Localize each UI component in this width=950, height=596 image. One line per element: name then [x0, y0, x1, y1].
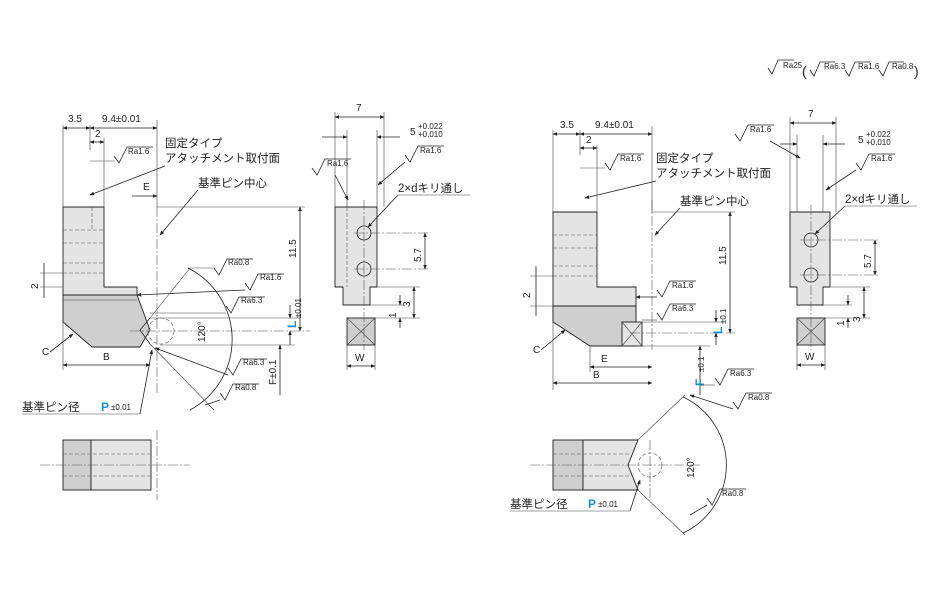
attach-label-1: 固定タイプ	[165, 136, 223, 150]
general-finish-note: Ra25 ( Ra6.3 Ra1.6 Ra0.8 )	[767, 59, 919, 79]
r-pin-center: 基準ピン中心	[680, 194, 749, 208]
holes-label: 2×dキリ通し	[398, 182, 464, 195]
tol-lower: +0.010	[418, 130, 443, 139]
r-ra16-top: Ra1.6	[750, 125, 772, 134]
right-front-view: 3.5 9.4±0.01 2 Ra1.6 Ra1.6 固定タイプ アタッチメント…	[522, 120, 801, 410]
r-dim-5-7: 5.7	[863, 254, 874, 268]
r-attach-label-1: 固定タイプ	[656, 151, 714, 165]
left-body-upper	[62, 206, 138, 296]
dim-F: F±0.1	[268, 359, 279, 385]
right-body-upper	[552, 211, 637, 323]
r-ra08-b: Ra0.8	[722, 489, 744, 498]
r-dim-1: 1	[836, 320, 847, 326]
ra63-a: Ra6.3	[241, 296, 263, 305]
right-body-jaw	[552, 305, 637, 347]
dim-P-tol: ±0.01	[111, 403, 132, 412]
dim-L-tol: ±0.01	[294, 297, 303, 318]
r-side-ra16: Ra1.6	[871, 154, 893, 163]
dim-5-7: 5.7	[413, 248, 424, 262]
dim-5: 5	[410, 127, 416, 138]
ra16-b: Ra1.6	[260, 273, 282, 282]
dim-11-5: 11.5	[288, 239, 299, 258]
side-ra16-b: Ra1.6	[420, 146, 442, 155]
r-pin-dia-label: 基準ピン径	[510, 497, 568, 511]
r-dim-3-5: 3.5	[560, 120, 574, 131]
right-bottom-view: 120° Ra0.8 基準ピン径 P ±0.01	[510, 394, 746, 536]
dim-7: 7	[356, 103, 362, 114]
finish-ra63: Ra6.3	[824, 62, 846, 71]
finish-ra08: Ra0.8	[892, 62, 914, 71]
r-ra16-a: Ra1.6	[620, 154, 642, 163]
r-dim-11-5: 11.5	[718, 246, 729, 265]
r-dim-E: E	[601, 354, 608, 365]
r-dim-F: F	[693, 379, 707, 386]
attach-label-2: アタッチメント取付面	[165, 152, 280, 165]
r-dim-C: C	[533, 345, 540, 356]
dim-2-top: 2	[95, 129, 101, 140]
r-dim-P-tol: ±0.01	[598, 500, 619, 509]
r-holes-label: 2×dキリ通し	[845, 193, 911, 206]
r-dim-P: P	[588, 497, 596, 511]
pin-dia-label: 基準ピン径	[22, 400, 80, 414]
r-dim-L-tol: ±0.1	[719, 308, 728, 324]
r-side-tol-upper: +0.022	[866, 130, 891, 139]
r-dim-B: B	[593, 370, 600, 381]
ra08-a: Ra0.8	[228, 258, 250, 267]
finish-ra16: Ra1.6	[858, 62, 880, 71]
right-side-view: 7 5 +0.022 +0.010 Ra1.6 2×dキリ通し 5.7 3 1 …	[780, 109, 917, 370]
ra63-b: Ra6.3	[243, 358, 265, 367]
r-dim-9-4: 9.4±0.01	[595, 120, 634, 131]
r-dim-2-top: 2	[586, 135, 592, 146]
dim-9-4: 9.4±0.01	[102, 114, 141, 125]
dim-L: L	[285, 321, 299, 328]
pin-center-label: 基準ピン中心	[198, 176, 267, 190]
r-dim-F-tol: ±0.1	[697, 356, 706, 372]
dim-P: P	[101, 400, 109, 414]
r-side-dim-7: 7	[808, 109, 814, 120]
r-attach-label-2: アタッチメント取付面	[656, 167, 771, 180]
left-side-body	[334, 206, 378, 306]
r-ra16-b: Ra1.6	[672, 281, 694, 290]
paren-close: )	[914, 63, 919, 79]
dim-1: 1	[388, 312, 399, 318]
surface-symbol	[767, 59, 794, 75]
r-angle-120: 120°	[686, 457, 697, 478]
dim-C: C	[42, 347, 49, 358]
left-body-jaw	[62, 294, 151, 348]
dim-3: 3	[402, 301, 413, 307]
dim-E: E	[143, 182, 150, 193]
dim-2-side: 2	[30, 283, 41, 289]
r-ra08-a: Ra0.8	[748, 393, 770, 402]
paren-open: (	[802, 63, 807, 79]
dim-B: B	[103, 352, 110, 363]
finish-main-label: Ra25	[783, 61, 803, 70]
tol-upper: +0.022	[418, 122, 443, 131]
r-side-tol-lower: +0.010	[866, 138, 891, 147]
angle-120: 120°	[197, 321, 208, 342]
dim-3-5: 3.5	[68, 114, 82, 125]
ra08-b: Ra0.8	[235, 383, 257, 392]
side-ra16-a: Ra1.6	[327, 159, 349, 168]
r-dim-L: L	[711, 327, 725, 334]
left-bottom-view	[40, 430, 190, 500]
left-side-view: 7 5 +0.022 +0.010 Ra1.6 Ra1.6 2×dキリ通し 5.…	[311, 103, 470, 370]
r-dim-3: 3	[852, 316, 863, 322]
r-dim-2-side: 2	[522, 292, 533, 298]
r-dim-W: W	[805, 352, 815, 363]
r-ra63-a: Ra6.3	[672, 304, 694, 313]
left-front-view: 3.5 9.4±0.01 2 Ra1.6 固定タイプ アタッチメント取付面 E …	[22, 114, 310, 415]
ra16-a: Ra1.6	[128, 147, 150, 156]
r-ra63-b: Ra6.3	[730, 369, 752, 378]
dim-W: W	[355, 353, 365, 364]
r-side-dim-5: 5	[858, 135, 864, 146]
